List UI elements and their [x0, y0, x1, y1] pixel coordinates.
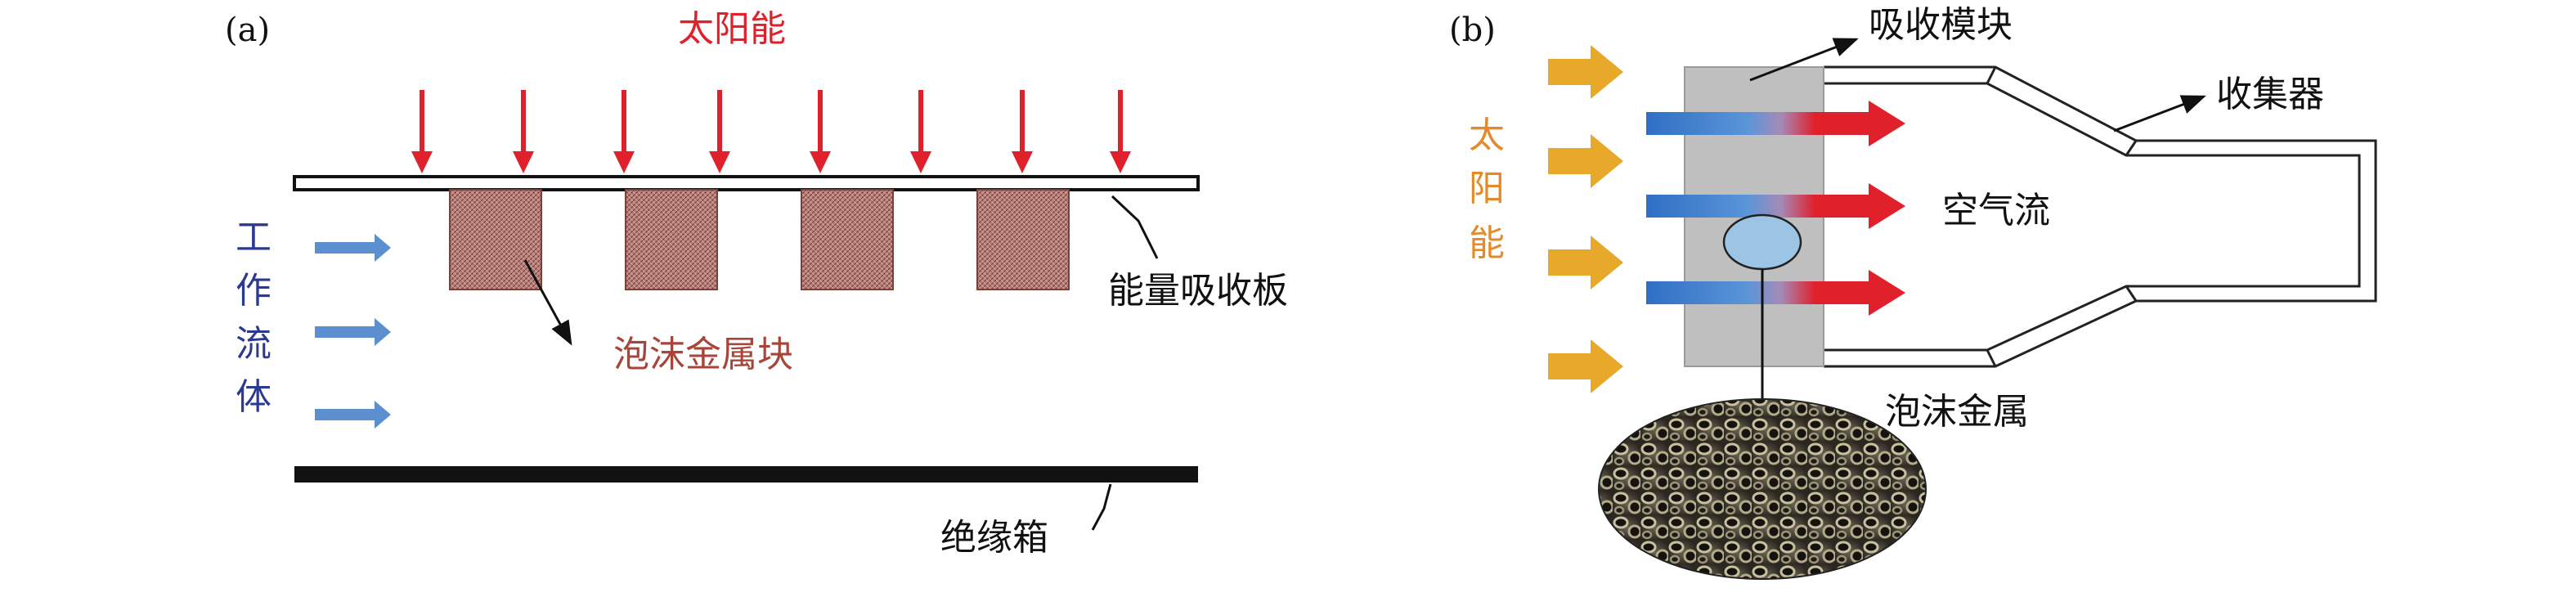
solar-energy-label-a: 太阳能	[678, 8, 786, 50]
foam-block	[801, 189, 894, 290]
solar-char: 阳	[1469, 168, 1505, 209]
working-fluid-char: 体	[236, 376, 272, 418]
panel-b-label: (b)	[1449, 11, 1496, 49]
solar-char: 太	[1469, 114, 1505, 156]
solar-arrow	[513, 90, 534, 173]
solar-arrow	[411, 90, 433, 173]
solar-arrow	[709, 90, 730, 173]
solar-arrow	[1110, 90, 1131, 173]
air-flow-label: 空气流	[1942, 190, 2050, 231]
foam-metal-magnified-image	[1598, 398, 1927, 580]
absorber-module-label: 吸收模块	[1869, 4, 2013, 46]
foam-sample-marker	[1722, 213, 1802, 271]
collector-leader	[2113, 95, 2206, 132]
foam-leader-line	[523, 259, 572, 346]
insulation-box-label: 绝缘箱	[940, 517, 1048, 559]
foam-metal-blocks	[449, 189, 1070, 290]
absorber-module-leader	[1749, 38, 1859, 82]
fluid-arrow	[315, 234, 391, 262]
air-flow-arrows	[1646, 101, 1905, 316]
solar-arrow	[810, 90, 831, 173]
working-fluid-label: 工 作 流 体	[236, 217, 272, 418]
absorber-plate	[293, 175, 1200, 191]
yellow-arrow	[1548, 45, 1623, 99]
collector-label: 收集器	[2216, 74, 2324, 115]
absorber-plate-label: 能量吸收板	[1108, 270, 1288, 312]
yellow-arrow	[1548, 134, 1623, 188]
fluid-arrows	[315, 234, 391, 429]
insulation-box	[294, 466, 1198, 483]
panel-a: (a) 太阳能 工 作 流 体	[225, 8, 1288, 559]
working-fluid-char: 流	[236, 323, 272, 365]
yellow-arrow	[1548, 339, 1623, 393]
foam-block	[625, 189, 718, 290]
yellow-solar-arrows	[1548, 45, 1623, 393]
panel-b: (b) 太 阳 能	[1449, 4, 2377, 580]
solar-arrow	[1012, 90, 1033, 173]
fluid-arrow	[315, 401, 391, 429]
air-flow-arrow	[1646, 101, 1905, 146]
insulation-leader-line	[1091, 483, 1112, 531]
solar-arrow	[910, 90, 931, 173]
foam-metal-label: 泡沫金属	[1885, 391, 2029, 433]
fluid-arrow	[315, 318, 391, 346]
working-fluid-char: 作	[236, 270, 272, 312]
foam-metal-block-label: 泡沫金属块	[613, 334, 793, 375]
collector-duct	[1824, 65, 2377, 368]
working-fluid-char: 工	[236, 217, 272, 258]
solar-arrows-a	[411, 90, 1131, 173]
solar-char: 能	[1469, 222, 1505, 264]
air-flow-arrow	[1646, 270, 1905, 316]
absorber-leader-line	[1111, 195, 1159, 259]
foam-block	[449, 189, 542, 290]
air-flow-arrow	[1646, 183, 1905, 229]
foam-block	[976, 189, 1070, 290]
solar-arrow	[613, 90, 635, 173]
panel-a-label: (a)	[225, 11, 270, 49]
solar-energy-label-b: 太 阳 能	[1469, 114, 1505, 264]
yellow-arrow	[1548, 236, 1623, 290]
